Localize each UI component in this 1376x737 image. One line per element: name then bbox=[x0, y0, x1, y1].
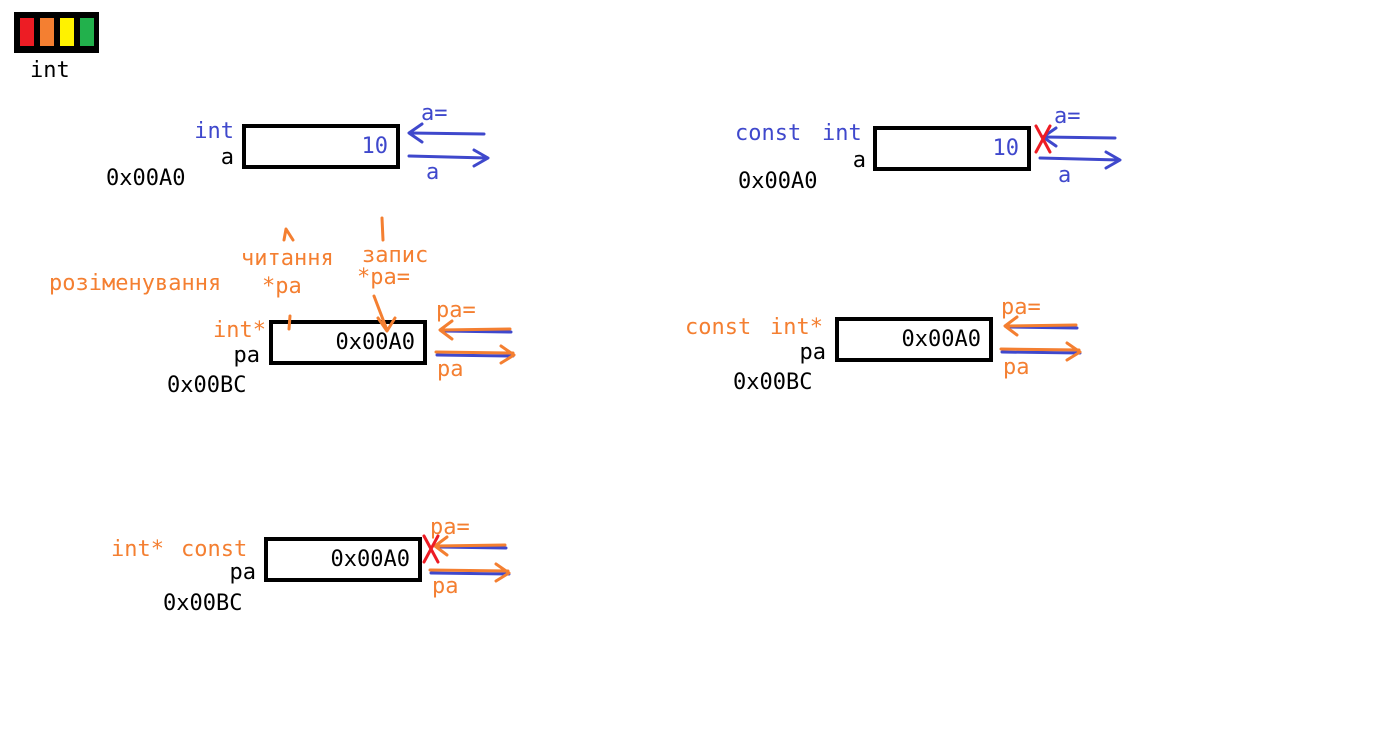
var-pa-const-box: 0x00A0 bbox=[264, 537, 422, 582]
byte-cell-2 bbox=[40, 18, 54, 46]
var-const-a-address: 0x00A0 bbox=[738, 169, 818, 194]
var-a-write-op: a= bbox=[421, 101, 448, 126]
var-a-write-arrow bbox=[407, 122, 486, 144]
var-const-pa-qualifier: const bbox=[685, 315, 752, 340]
var-a-value: 10 bbox=[361, 134, 389, 159]
read-label: читання bbox=[241, 246, 334, 271]
var-pa-value: 0x00A0 bbox=[335, 330, 415, 355]
var-pa-type: int* bbox=[213, 318, 266, 343]
var-pa-const-type: int* bbox=[111, 537, 164, 562]
var-pa-address: 0x00BC bbox=[167, 373, 247, 398]
var-const-a-read-arrow bbox=[1038, 150, 1122, 170]
var-pa-const-value: 0x00A0 bbox=[330, 547, 410, 572]
var-a-read-arrow bbox=[407, 148, 490, 168]
var-const-a-read-op: a bbox=[1058, 163, 1072, 188]
forbidden-x-icon bbox=[1034, 124, 1052, 154]
var-const-pa-type: int* bbox=[770, 315, 823, 340]
var-const-a-write-op: a= bbox=[1054, 104, 1081, 129]
var-a-name: a bbox=[220, 145, 234, 170]
var-pa-const-read-op: pa bbox=[432, 574, 459, 599]
var-pa-const-qualifier: const bbox=[181, 537, 248, 562]
var-const-a-name: a bbox=[852, 148, 866, 173]
var-pa-read-op: pa bbox=[437, 357, 464, 382]
var-const-pa-box: 0x00A0 bbox=[835, 317, 993, 362]
byte-cell-4 bbox=[80, 18, 94, 46]
var-a-address: 0x00A0 bbox=[106, 166, 186, 191]
int-size-legend bbox=[14, 12, 99, 53]
read-expr: *pa bbox=[262, 274, 302, 299]
byte-cell-1 bbox=[20, 18, 34, 46]
legend-label: int bbox=[30, 58, 70, 83]
var-const-a-box: 10 bbox=[873, 126, 1031, 171]
var-pa-write-op: pa= bbox=[436, 298, 476, 323]
var-pa-const-name: pa bbox=[229, 560, 257, 585]
byte-cell-3 bbox=[60, 18, 74, 46]
var-const-a-value: 10 bbox=[992, 136, 1020, 161]
var-pa-box: 0x00A0 bbox=[269, 320, 427, 365]
var-pa-name: pa bbox=[233, 343, 261, 368]
var-a-box: 10 bbox=[242, 124, 400, 169]
write-expr: *pa= bbox=[357, 265, 410, 290]
deref-label: розіменування bbox=[49, 271, 222, 296]
var-pa-const-address: 0x00BC bbox=[163, 591, 243, 616]
var-a-read-op: a bbox=[426, 160, 440, 185]
var-const-pa-address: 0x00BC bbox=[733, 370, 813, 395]
var-const-a-qualifier: const bbox=[735, 121, 802, 146]
var-const-pa-read-op: pa bbox=[1003, 355, 1030, 380]
var-pa-write-arrow bbox=[438, 319, 513, 341]
var-const-pa-write-op: pa= bbox=[1001, 295, 1041, 320]
var-a-type: int bbox=[194, 119, 234, 144]
var-pa-const-write-op: pa= bbox=[430, 515, 470, 540]
write-label: запис bbox=[362, 243, 429, 268]
var-const-a-type: int bbox=[822, 121, 862, 146]
var-const-pa-name: pa bbox=[799, 340, 827, 365]
var-const-pa-value: 0x00A0 bbox=[901, 327, 981, 352]
var-const-a-write-arrow bbox=[1041, 126, 1117, 148]
